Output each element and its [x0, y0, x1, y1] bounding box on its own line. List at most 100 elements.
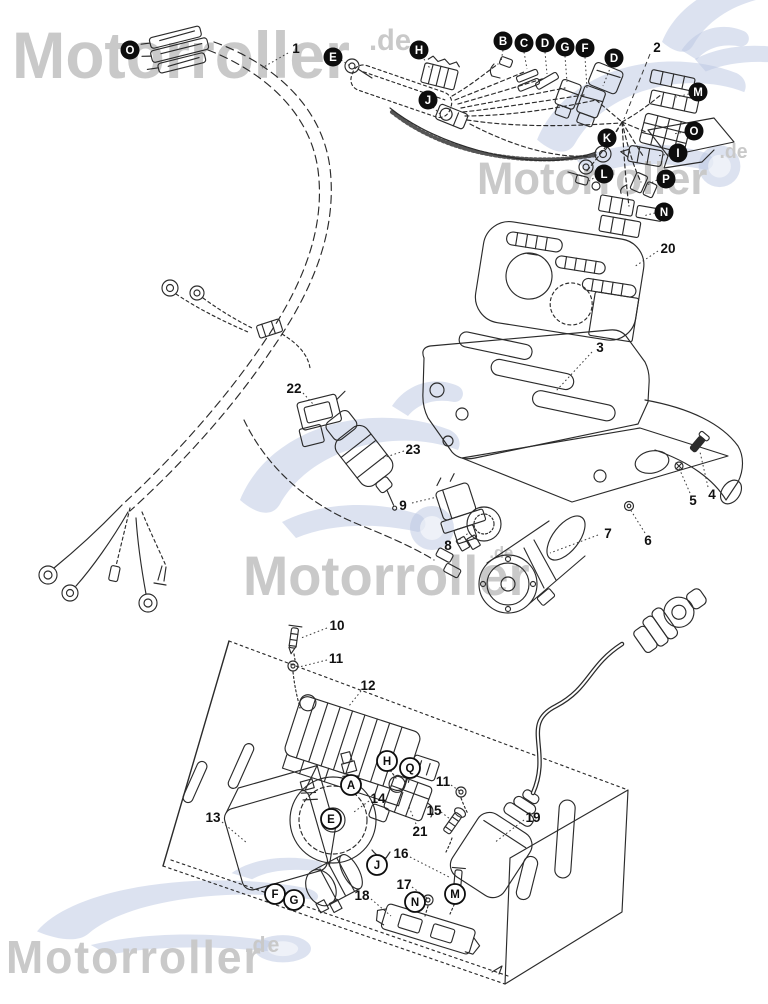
part-number-11: 11: [436, 774, 451, 789]
part-number-17: 17: [396, 877, 411, 892]
leader-line: [379, 450, 405, 460]
relay-8: [455, 506, 502, 552]
part-number-21: 21: [412, 824, 428, 839]
watermark-brand: Motorroller: [6, 931, 263, 983]
callout-letter: H: [383, 756, 391, 768]
leader-line: [353, 800, 370, 813]
leader-line: [221, 821, 248, 844]
leader-line: [493, 819, 525, 844]
callout-N: N: [404, 891, 426, 913]
metal-tray: [162, 640, 629, 985]
washer-5: [674, 461, 684, 471]
watermark-motorroller-center: Motorroller .de: [243, 544, 530, 604]
callout-H: H: [376, 750, 398, 772]
leader-line: [300, 627, 328, 639]
watermark-tld: .de: [368, 24, 412, 57]
callout-D: D: [604, 48, 624, 68]
leader-line: [646, 179, 658, 186]
leader-line: [298, 659, 328, 668]
leader-line: [440, 811, 451, 820]
callout-M: M: [444, 883, 466, 905]
part-number-1: 1: [292, 41, 300, 56]
leader-line: [409, 856, 450, 878]
callout-letter: E: [329, 52, 337, 64]
callout-letter: K: [603, 133, 612, 145]
connector-m-strips: [648, 69, 700, 114]
callout-letter: P: [662, 174, 670, 186]
harness-trunk: [344, 55, 469, 130]
callout-D: D: [535, 33, 555, 53]
callout-L: L: [594, 164, 614, 184]
leader-line: [302, 392, 314, 405]
part-number-18: 18: [354, 888, 370, 903]
part-number-22: 22: [286, 381, 301, 396]
part-number-16: 16: [393, 846, 409, 861]
part-number-3: 3: [596, 340, 604, 355]
callout-letter: G: [561, 42, 570, 54]
mounting-bracket-3: [422, 329, 744, 512]
nut-11: [287, 660, 299, 672]
leader-line: [678, 467, 691, 494]
part-number-10: 10: [329, 618, 344, 633]
part-number-6: 6: [644, 533, 652, 548]
leader-line: [623, 53, 651, 120]
leader-line: [408, 806, 417, 825]
callout-O: O: [684, 121, 704, 141]
leader-line: [555, 351, 593, 392]
part-number-9: 9: [399, 498, 407, 513]
screw-6: [623, 500, 635, 512]
relay-21: [383, 774, 434, 822]
leader-line: [500, 49, 504, 63]
part-number-8: 8: [444, 538, 452, 553]
leader-line: [629, 508, 646, 534]
part-number-15: 15: [426, 803, 442, 818]
leader-line: [564, 55, 568, 83]
callout-J: J: [418, 90, 438, 110]
harness-ring-terminals: [38, 504, 167, 613]
rectifier-12: [281, 694, 440, 807]
callout-letter: F: [271, 889, 278, 901]
connector-n-blocks: [598, 194, 664, 239]
callout-O: O: [120, 40, 140, 60]
callout-F: F: [264, 883, 286, 905]
callout-letter: L: [600, 169, 607, 181]
callout-N: N: [654, 202, 674, 222]
part-number-5: 5: [689, 493, 697, 508]
harness-fanout-wires: [451, 63, 621, 157]
watermark-motorroller-top: Motorroller .de: [12, 22, 411, 88]
callout-M: M: [688, 82, 708, 102]
callout-letter: F: [581, 43, 588, 55]
callout-G: G: [555, 37, 575, 57]
part-number-20: 20: [660, 241, 675, 256]
watermark-tld: .de: [719, 141, 748, 163]
callout-J: J: [366, 854, 388, 876]
leader-line: [633, 250, 659, 268]
leader-line: [261, 52, 289, 69]
callout-C: C: [514, 33, 534, 53]
leader-line: [455, 531, 471, 543]
leader-line: [411, 496, 438, 504]
watermark-brand: Motorroller: [12, 18, 350, 92]
part-number-4: 4: [708, 487, 716, 502]
callout-letter: Q: [406, 763, 415, 775]
callout-Q: Q: [399, 757, 421, 779]
leader-line: [699, 451, 709, 488]
harness-main-wire: [121, 41, 332, 512]
watermark-tld: .de: [244, 932, 282, 957]
callout-letter: N: [660, 207, 668, 219]
callout-letter: O: [126, 45, 135, 57]
callout-E: E: [320, 808, 342, 830]
screw-10: [288, 624, 303, 655]
callout-letter: B: [499, 36, 507, 48]
callout-letter: H: [415, 45, 423, 57]
clamp-bracket-18: [375, 903, 481, 955]
leader-line: [348, 690, 362, 707]
callout-letter: D: [541, 38, 549, 50]
callout-letter: O: [690, 126, 699, 138]
instrument-panel-20: [474, 221, 645, 343]
leader-line: [370, 898, 392, 917]
relay-9: [435, 473, 487, 544]
leader-line: [549, 534, 599, 554]
harness-connector-1: [140, 25, 210, 74]
